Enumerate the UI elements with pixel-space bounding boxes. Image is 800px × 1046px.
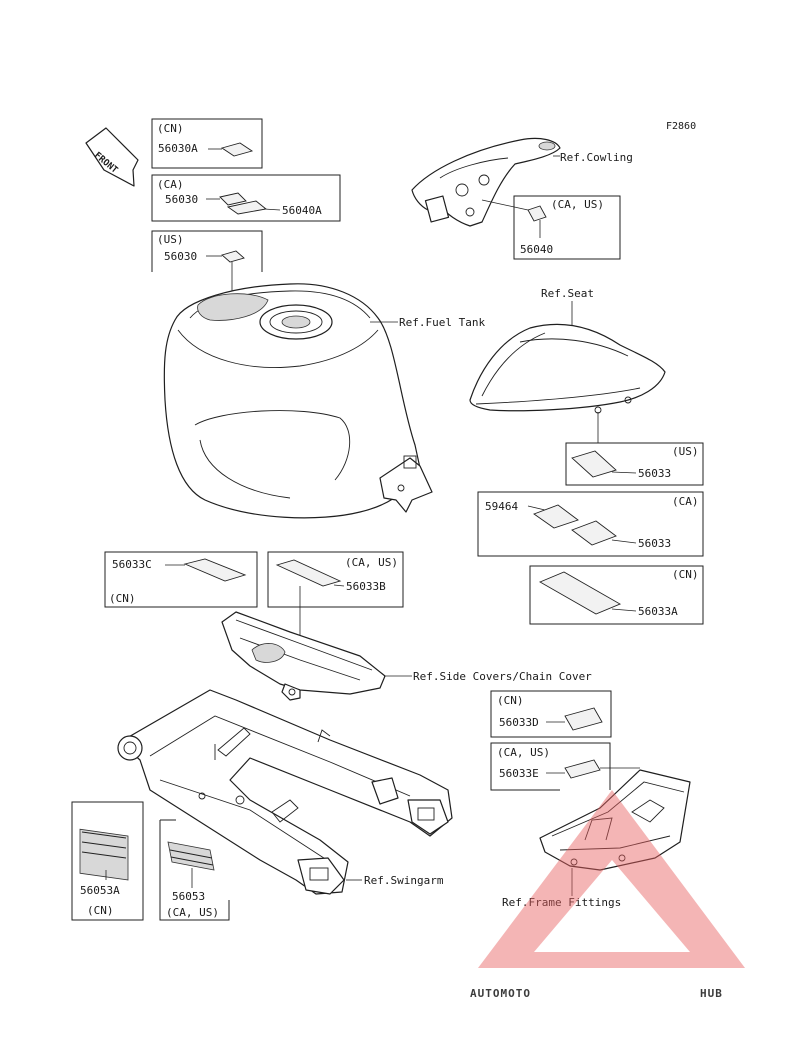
label-box-frame-cn: (CN) 56033D — [490, 690, 612, 738]
decal-icon — [571, 520, 617, 546]
label-box-chain-cn: 56033C (CN) — [104, 551, 258, 608]
ref-swingarm: Ref.Swingarm — [364, 874, 444, 887]
watermark-triangle-icon — [478, 790, 745, 968]
region-label: (US) — [157, 233, 184, 246]
part-number: 56030 — [165, 193, 198, 206]
region-label: (CN) — [497, 694, 524, 707]
ref-seat: Ref.Seat — [541, 287, 594, 300]
decal-icon — [219, 192, 247, 206]
decal-icon — [538, 571, 622, 615]
ref-side-covers: Ref.Side Covers/Chain Cover — [413, 670, 592, 683]
label-box-frame-ca-us: (CA, US) 56033E — [490, 742, 640, 791]
front-arrow-icon: FRONT — [85, 127, 139, 187]
figure-code: F2860 — [666, 121, 696, 132]
decal-icon — [527, 205, 547, 222]
decal-icon — [564, 759, 601, 779]
label-box-cowling: (CA, US) 56040 — [481, 195, 621, 260]
part-number: 56030 — [164, 250, 197, 263]
part-number: 56040A — [282, 204, 322, 217]
region-label: (CA, US) — [497, 746, 550, 759]
decal-icon — [275, 559, 342, 587]
decal-icon — [220, 142, 254, 157]
region-label: (CN) — [672, 568, 699, 581]
swingarm — [117, 689, 453, 895]
label-box-swing-ca-us: 56053 (CA, US) — [159, 819, 230, 921]
seat — [469, 323, 666, 414]
watermark-suffix: HUB — [700, 987, 723, 1000]
region-label: (CA, US) — [345, 556, 398, 569]
part-number: 56033B — [346, 580, 386, 593]
part-number: 56033 — [638, 467, 671, 480]
watermark-prefix: AUTOMOTO — [470, 987, 531, 1000]
decal-icon — [79, 828, 129, 881]
label-box-seat-ca: (CA) 59464 56033 — [477, 491, 704, 557]
region-label: (CA) — [157, 178, 184, 191]
decal-icon — [167, 841, 215, 871]
region-label: (CA) — [672, 495, 699, 508]
label-box-chain-ca-us: (CA, US) 56033B — [267, 551, 404, 650]
part-number: 56033 — [638, 537, 671, 550]
region-label: (CN) — [87, 904, 114, 917]
region-label: (CN) — [109, 592, 136, 605]
ref-frame-fittings: Ref.Frame Fittings — [502, 896, 621, 909]
decal-icon — [571, 450, 617, 478]
label-box-ca-tank: (CA) 56030 56040A — [151, 174, 341, 222]
label-box-swing-cn: 56053A (CN) — [71, 801, 144, 921]
region-label: (CA, US) — [166, 906, 219, 919]
ref-fuel-tank: Ref.Fuel Tank — [399, 316, 485, 329]
part-number: 56030A — [158, 142, 198, 155]
part-number: 56033A — [638, 605, 678, 618]
cowling-bracket — [411, 137, 561, 227]
decal-icon — [564, 707, 603, 731]
label-box-cn-tank: (CN) 56030A — [151, 118, 263, 169]
label-box-us-tank: (US) 56030 — [151, 230, 263, 296]
decal-icon — [183, 558, 247, 582]
decal-icon — [221, 250, 245, 263]
part-number: 56033C — [112, 558, 152, 571]
part-number: 59464 — [485, 500, 518, 513]
part-number: 56053 — [172, 890, 205, 903]
frame-fitting-tray — [539, 769, 691, 871]
label-box-seat-cn: (CN) 56033A — [529, 565, 704, 625]
region-label: (CA, US) — [551, 198, 604, 211]
ref-cowling: Ref.Cowling — [560, 151, 633, 164]
region-label: (US) — [672, 445, 699, 458]
part-number: 56053A — [80, 884, 120, 897]
part-number: 56033E — [499, 767, 539, 780]
chain-cover — [221, 611, 386, 701]
region-label: (CN) — [157, 122, 184, 135]
fuel-tank — [163, 283, 433, 519]
part-number: 56033D — [499, 716, 539, 729]
automotohub-watermark: AUTOMOTO HUB — [470, 790, 745, 1000]
decal-icon — [533, 504, 579, 529]
part-number: 56040 — [520, 243, 553, 256]
label-box-seat-us: (US) 56033 — [565, 442, 704, 486]
